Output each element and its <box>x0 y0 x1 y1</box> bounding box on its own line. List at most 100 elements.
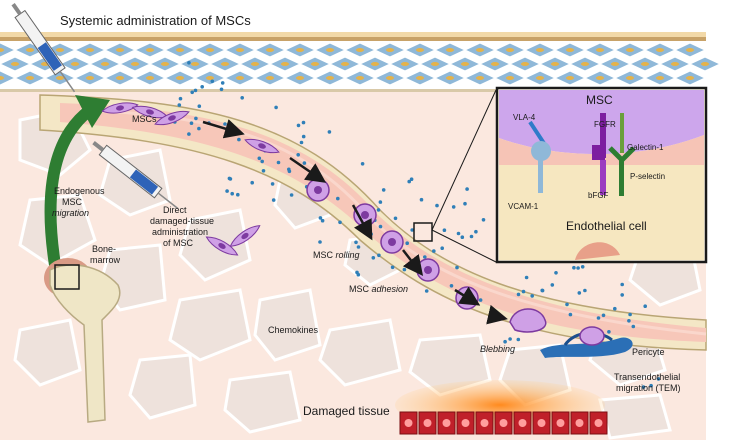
chemokine-dot <box>596 316 601 320</box>
chemokine-dot <box>456 231 461 236</box>
chemokine-dot <box>463 201 467 206</box>
chemokine-dot <box>572 265 576 270</box>
cell-nucleus <box>626 76 634 80</box>
chemokine-dot <box>360 162 365 166</box>
cell-nucleus <box>536 48 544 52</box>
cell-nucleus <box>326 48 334 52</box>
bone-label-2: marrow <box>90 255 121 265</box>
endogenous-label-3: migration <box>52 208 89 218</box>
chemokine-dot <box>190 90 194 95</box>
damaged-cell-nucleus <box>575 419 584 427</box>
chemokine-dot <box>390 265 395 270</box>
cell-nucleus <box>101 62 109 66</box>
chemokine-dot <box>302 161 307 165</box>
movement-arrows <box>202 119 508 325</box>
cell-nucleus <box>371 62 379 66</box>
chemokine-dot <box>289 193 294 197</box>
chemokine-dot <box>641 385 646 389</box>
chemokine-dot <box>200 85 204 89</box>
inset-endothelial-label: Endothelial cell <box>566 219 647 233</box>
cell-nucleus <box>116 48 124 52</box>
skin-layers <box>0 32 722 92</box>
chemokine-dot <box>228 177 233 181</box>
chemokine-dot <box>270 182 275 186</box>
chemokine-dot <box>371 255 376 260</box>
endogenous-label-2: MSC <box>62 197 83 207</box>
chemokine-dot <box>210 79 215 84</box>
cell-nucleus <box>566 76 574 80</box>
chemokine-dot <box>516 292 521 297</box>
damaged-cell-nucleus <box>423 419 432 427</box>
chemokine-dot <box>550 283 555 287</box>
chemokine-dot <box>378 224 383 229</box>
cell-nucleus <box>356 76 364 80</box>
cell-nucleus <box>161 62 169 66</box>
endogenous-migration-arrowhead <box>75 95 110 128</box>
epidermis-cells <box>0 42 722 86</box>
chemokine-dot <box>576 266 580 270</box>
damaged-cell-nucleus <box>594 419 603 427</box>
chemokine-dot <box>521 289 526 294</box>
chemokine-dot <box>508 337 512 341</box>
damaged-tissue <box>395 380 608 435</box>
cell-nucleus <box>386 48 394 52</box>
chemokine-dot <box>465 187 469 191</box>
chemokine-dot <box>440 246 445 250</box>
chemokine-dot <box>223 122 227 126</box>
femur-bone <box>44 258 121 423</box>
cell-nucleus <box>146 48 154 52</box>
endogenous-migration-arrow <box>44 105 94 266</box>
chemokine-dot <box>318 216 323 220</box>
chemokine-dot <box>197 126 201 131</box>
chemokine-dot <box>296 123 301 128</box>
blebbing-label: Blebbing <box>480 344 515 354</box>
chemokine-dot <box>628 312 632 317</box>
cell-nucleus <box>521 62 529 66</box>
cell-nucleus <box>656 48 664 52</box>
bone-label-1: Bone- <box>92 244 116 254</box>
cell-nucleus <box>206 76 214 80</box>
msc-nucleus <box>424 266 432 274</box>
cell-nucleus <box>236 76 244 80</box>
chemokine-dot <box>189 121 194 125</box>
cell-nucleus <box>86 76 94 80</box>
cell-nucleus <box>0 48 4 52</box>
chemokine-dot <box>197 104 202 108</box>
cell-nucleus <box>191 62 199 66</box>
chemokine-dot <box>481 218 486 222</box>
chemokine-dot <box>407 179 412 184</box>
cell-nucleus <box>596 48 604 52</box>
chemokine-dot <box>261 169 266 173</box>
chemokine-dot <box>381 188 386 192</box>
cell-nucleus <box>581 62 589 66</box>
direct-label-1: Direct <box>163 205 187 215</box>
chemokine-dot <box>627 319 631 323</box>
chemokine-dot <box>410 228 415 232</box>
chemokine-dot <box>276 160 281 165</box>
chemokine-dot <box>455 265 459 270</box>
chemokine-dot <box>580 265 585 269</box>
chemokine-dot <box>177 103 182 107</box>
msc-spindle-cell <box>229 225 261 247</box>
cell-nucleus <box>506 48 514 52</box>
cell-nucleus <box>146 76 154 80</box>
inset-fgfr-label: FGFR <box>594 120 616 129</box>
chemokine-dot <box>656 377 661 381</box>
chemokine-dot <box>378 200 383 204</box>
chemokine-dot <box>237 137 241 142</box>
cell-nucleus <box>296 76 304 80</box>
chemokine-dot <box>194 116 198 121</box>
cell-nucleus <box>536 76 544 80</box>
chemokine-dot <box>577 291 582 295</box>
chemokine-dot <box>449 284 454 288</box>
chemokine-dot <box>613 306 617 311</box>
chemokine-dot <box>355 270 359 275</box>
msc-spindle-cell <box>101 102 139 114</box>
cell-nucleus <box>176 76 184 80</box>
inset-bfgf-label: bFGF <box>588 191 609 200</box>
pericyte-label: Pericyte <box>632 347 665 357</box>
msc-spindle-cell <box>205 236 239 256</box>
cell-nucleus <box>86 48 94 52</box>
chemokine-dot <box>442 228 447 232</box>
